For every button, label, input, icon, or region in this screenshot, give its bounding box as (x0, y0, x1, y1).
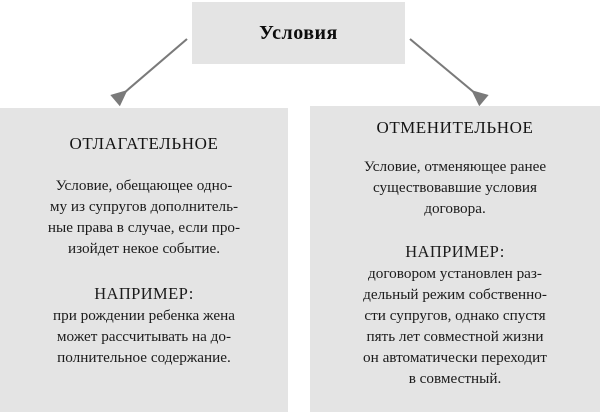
branch-example-text-suspensive: при рождении ребенка жена может рассчиты… (53, 307, 235, 366)
branch-example-label-resolutive: НАПРИМЕР: (405, 242, 505, 261)
root-node-label: Условия (259, 21, 338, 44)
branch-example-label-suspensive: НАПРИМЕР: (94, 284, 194, 303)
branch-panel-suspensive: ОТЛАГАТЕЛЬНОЕ Условие, обещающее одно- м… (0, 108, 288, 412)
arrow-to-right-branch (409, 38, 489, 107)
root-node-conditions: Условия (192, 2, 405, 64)
branch-heading-resolutive: ОТМЕНИТЕЛЬНОЕ (376, 118, 534, 137)
arrow-to-left-branch (110, 38, 188, 107)
branch-heading-suspensive: ОТЛАГАТЕЛЬНОЕ (69, 134, 219, 153)
branch-definition-suspensive: Условие, обещающее одно- му из супругов … (47, 177, 241, 257)
branch-example-text-resolutive: договором установлен раз- дельный режим … (363, 265, 547, 387)
branch-definition-resolutive: Условие, отменяющее ранее существовавшие… (363, 158, 547, 217)
branch-panel-resolutive: ОТМЕНИТЕЛЬНОЕ Условие, отменяющее ранее … (310, 106, 600, 412)
